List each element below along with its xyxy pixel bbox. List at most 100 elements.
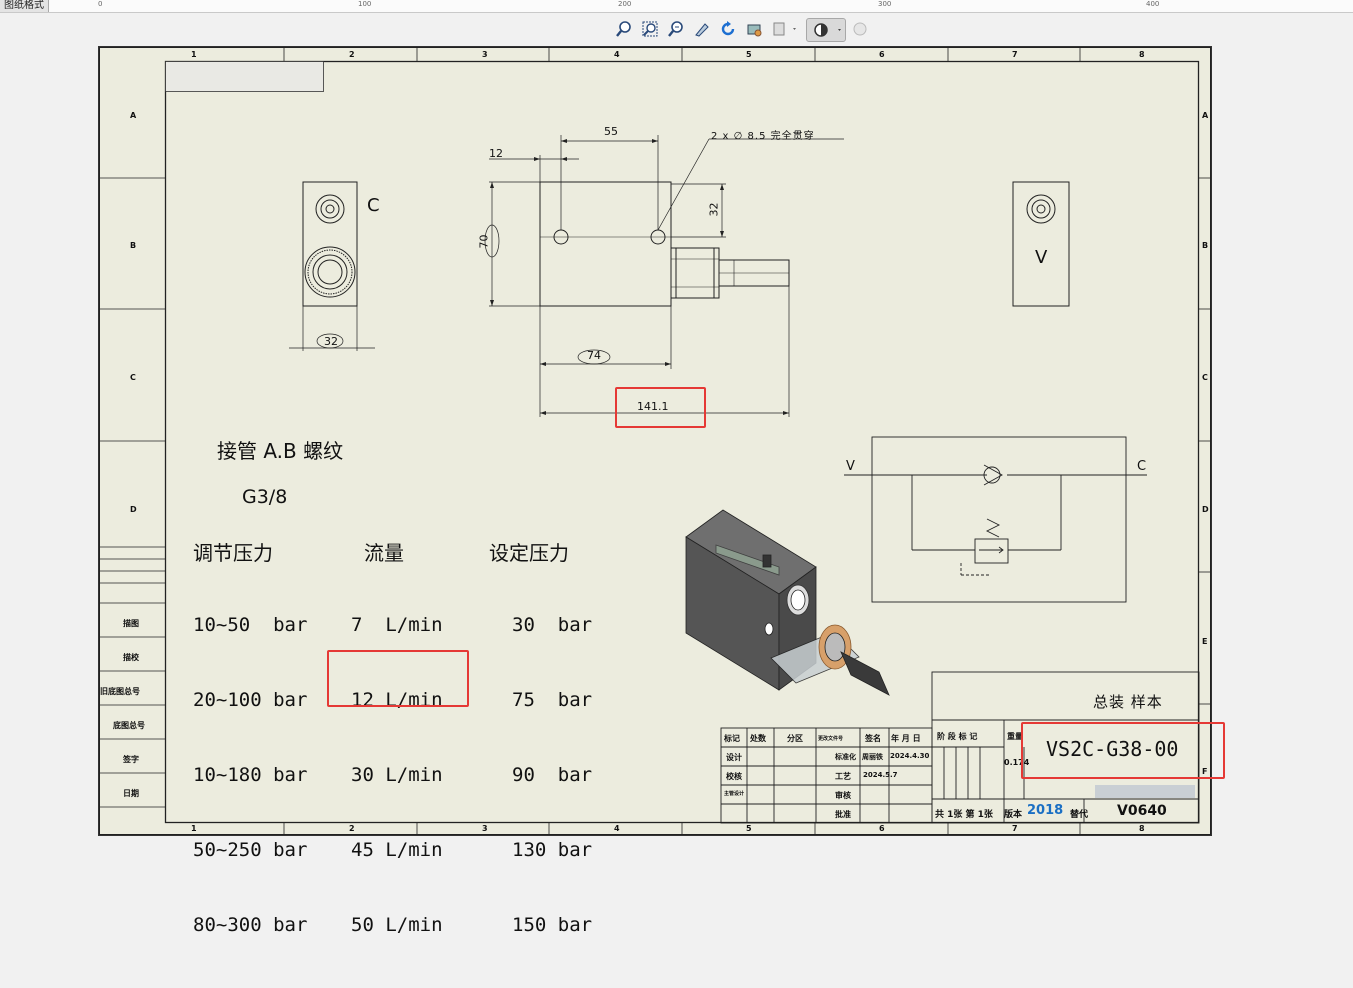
zone-col-5: 5 — [746, 824, 752, 833]
dimension-74: 74 — [587, 349, 601, 362]
spec-table-col-flow: 7 L/min 12 L/min 30 L/min 45 L/min 50 L/… — [351, 563, 443, 988]
drawing-sheet[interactable]: 1 2 3 4 5 6 7 8 1 2 3 4 5 6 7 8 A B C D … — [98, 46, 1225, 936]
tb-weight-value: 0.174 — [1004, 758, 1030, 767]
zone-col-2: 2 — [349, 50, 355, 59]
top-ruler: 图纸格式 0 100 200 300 400 — [0, 0, 1353, 13]
table-row: 7 L/min — [351, 614, 443, 636]
table-row: 130 bar — [512, 839, 593, 861]
display-style-icon[interactable] — [770, 18, 800, 40]
rotate-icon[interactable] — [718, 18, 738, 40]
hide-show-icon[interactable] — [806, 18, 846, 42]
zone-col-6: 6 — [879, 50, 885, 59]
zone-row-a: A — [1202, 111, 1209, 120]
tb-drawing-title: 总装 样本 — [1093, 693, 1163, 711]
ruler-number: 400 — [1146, 0, 1160, 8]
zoom-in-out-icon[interactable] — [666, 18, 686, 40]
zone-col-4: 4 — [614, 824, 620, 833]
zone-col-2: 2 — [349, 824, 355, 833]
zone-col-8: 8 — [1139, 50, 1145, 59]
tb-weight-label: 重量 — [1007, 732, 1023, 741]
highlight-box-flow — [327, 650, 469, 707]
zone-col-1: 1 — [191, 50, 197, 59]
zone-col-6: 6 — [879, 824, 885, 833]
ruler-number: 100 — [358, 0, 372, 8]
note-connection-thread: 接管 A.B 螺纹 — [217, 439, 344, 463]
dimension-32-vertical: 32 — [707, 202, 721, 217]
side-label-miaotu: 描图 — [123, 619, 139, 628]
zone-col-8: 8 — [1139, 824, 1145, 833]
zone-row-b: B — [130, 241, 137, 250]
drawing-canvas — [99, 47, 1211, 835]
table-row: 50 L/min — [351, 914, 443, 936]
tb-version-label: 版本 — [1004, 810, 1023, 820]
tb-designer-name: 周丽铁 — [862, 753, 883, 761]
highlight-box-drawing-number — [1021, 722, 1225, 779]
zoom-to-fit-icon[interactable] — [614, 18, 634, 40]
table-row: 30 bar — [512, 614, 593, 636]
table-row: 50~250 bar — [193, 839, 308, 861]
tb-stage-mark: 阶 段 标 记 — [937, 732, 978, 741]
zone-row-b: B — [1202, 241, 1209, 250]
table-row: 20~100 bar — [193, 689, 308, 711]
table-row: 45 L/min — [351, 839, 443, 861]
side-label-miaojiao: 描校 — [123, 653, 139, 662]
ruler-number: 300 — [878, 0, 892, 8]
zone-row-e: E — [1202, 637, 1208, 646]
tb-header-date: 年 月 日 — [891, 734, 921, 743]
tb-approve-label: 批准 — [835, 810, 851, 819]
zone-col-3: 3 — [482, 824, 488, 833]
dimension-12: 12 — [489, 147, 503, 160]
zone-row-d: D — [130, 505, 137, 514]
table-row: 90 bar — [512, 764, 593, 786]
zone-col-5: 5 — [746, 50, 752, 59]
tb-header-mark: 标记 — [724, 734, 740, 743]
tb-header-signature: 签名 — [865, 734, 881, 743]
side-label-old-base: 旧底图总号 — [100, 687, 140, 696]
section-view-icon[interactable] — [744, 18, 764, 40]
view-label-v: V — [1035, 247, 1048, 268]
dimension-141-1[interactable]: 141.1 — [637, 400, 669, 413]
schematic-port-v: V — [846, 459, 855, 474]
zoom-area-icon[interactable] — [640, 18, 660, 40]
schematic-port-c: C — [1137, 459, 1147, 474]
zone-col-1: 1 — [191, 824, 197, 833]
sheet-format-tab[interactable]: 图纸格式 — [0, 0, 49, 12]
zone-row-f: F — [1202, 767, 1208, 776]
table-row: 80~300 bar — [193, 914, 308, 936]
view-label-c: C — [367, 195, 380, 216]
highlight-box-dimension — [615, 387, 706, 428]
tb-header-change-doc: 更改文件号 — [818, 736, 844, 742]
note-thread-size: G3/8 — [242, 486, 288, 508]
table-row: 10~180 bar — [193, 764, 308, 786]
zone-row-d: D — [1202, 505, 1209, 514]
tb-check-label: 校核 — [726, 772, 742, 781]
select-icon[interactable] — [692, 18, 712, 40]
zone-col-7: 7 — [1012, 824, 1018, 833]
table-row: 150 bar — [512, 914, 593, 936]
tb-design-label: 设计 — [726, 753, 742, 762]
zone-row-a: A — [130, 111, 137, 120]
tb-review-label: 审核 — [835, 791, 851, 800]
tb-design-date: 2024.4.30 — [890, 752, 930, 760]
spec-table-col-set: 30 bar 75 bar 90 bar 130 bar 150 bar — [512, 563, 592, 988]
zone-row-c: C — [1202, 373, 1208, 382]
table-header-adjust-pressure: 调节压力 — [193, 541, 273, 565]
table-header-flow: 流量 — [364, 541, 404, 565]
zone-col-7: 7 — [1012, 50, 1018, 59]
table-row: 10~50 bar — [193, 614, 308, 636]
table-row: 75 bar — [512, 689, 593, 711]
dimension-32-side: 32 — [324, 335, 338, 348]
tb-header-zone: 分区 — [787, 734, 803, 743]
zone-col-3: 3 — [482, 50, 488, 59]
ruler-number: 200 — [618, 0, 632, 8]
dimension-70: 70 — [477, 234, 491, 249]
side-label-date: 日期 — [123, 789, 139, 798]
appearance-icon[interactable] — [850, 18, 870, 40]
table-header-set-pressure: 设定压力 — [489, 541, 569, 565]
side-label-sign: 签字 — [123, 755, 139, 764]
ruler-number: 0 — [98, 0, 103, 8]
tb-process-label: 工艺 — [835, 772, 851, 781]
zone-col-4: 4 — [614, 50, 620, 59]
tb-sheet-count: 共 1张 第 1张 — [935, 810, 993, 820]
tb-drawing-number[interactable]: VS2C-G38-00 — [1046, 737, 1179, 761]
